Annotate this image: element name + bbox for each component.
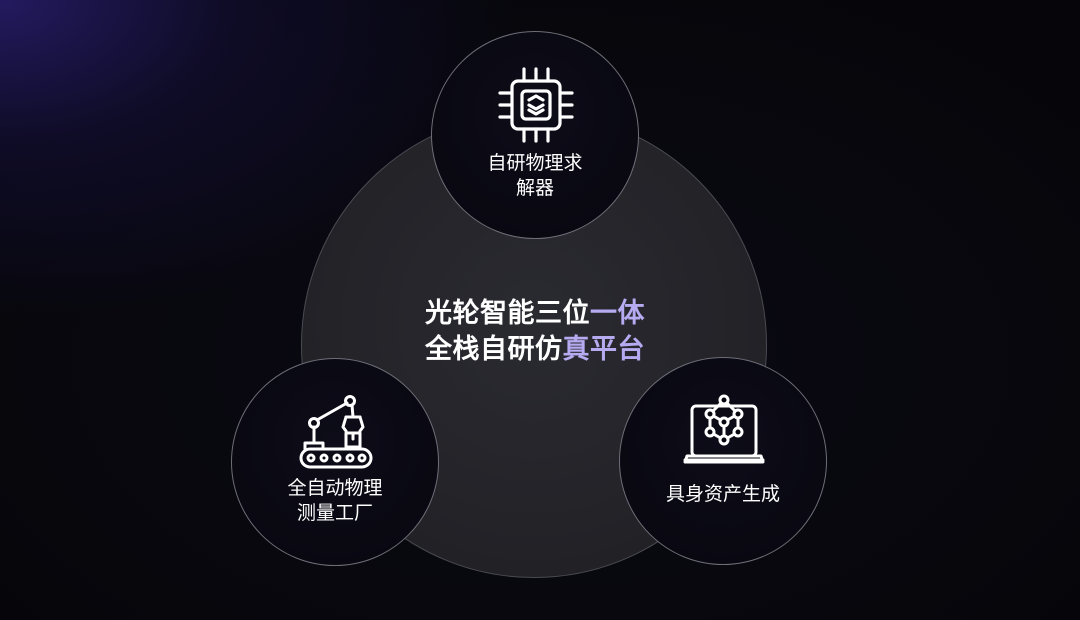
center-title-line-1-highlight: 一体 <box>590 298 645 329</box>
node-physics-solver-label-line-2: 解器 <box>515 177 554 199</box>
center-title-line-2-text: 全栈自研仿 <box>425 334 563 365</box>
center-title-line-2: 全栈自研仿真平台 <box>380 332 690 368</box>
node-measurement-factory-label-line-1: 全自动物理 <box>287 477 383 499</box>
center-title-line-1-text: 光轮智能三位 <box>425 298 590 329</box>
laptop-cube-icon <box>683 394 765 464</box>
center-title-line-2-highlight: 真平台 <box>562 334 645 365</box>
node-physics-solver-label: 自研物理求 解器 <box>432 151 638 201</box>
node-asset-generation-label-line-1: 具身资产生成 <box>665 483 780 505</box>
node-asset-generation: 具身资产生成 <box>619 357 827 565</box>
robot-arm-icon <box>299 395 373 469</box>
chip-icon <box>498 67 574 143</box>
node-physics-solver-label-line-1: 自研物理求 <box>487 152 583 174</box>
node-measurement-factory: 全自动物理 测量工厂 <box>231 358 439 566</box>
center-title-line-1: 光轮智能三位一体 <box>380 296 690 332</box>
node-measurement-factory-label-line-2: 测量工厂 <box>296 502 373 524</box>
center-title: 光轮智能三位一体 全栈自研仿真平台 <box>380 296 690 368</box>
node-physics-solver: 自研物理求 解器 <box>431 31 639 239</box>
node-asset-generation-label: 具身资产生成 <box>620 482 826 507</box>
node-measurement-factory-label: 全自动物理 测量工厂 <box>232 476 438 526</box>
